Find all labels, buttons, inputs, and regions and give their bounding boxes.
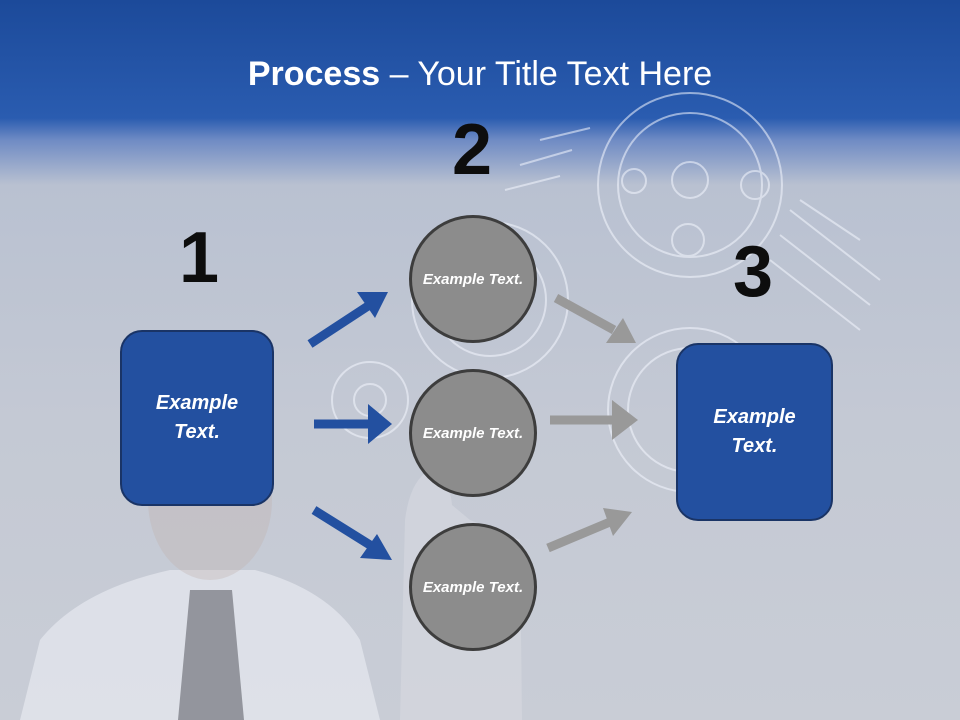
step-1-box: Example Text. [120, 330, 274, 506]
step-1-label: Example Text. [155, 392, 239, 443]
step-2-circle-bottom: Example Text. [409, 523, 537, 651]
title-rest-text: – Your Title Text Here [380, 55, 713, 93]
step-2-circle-top: Example Text. [409, 215, 537, 343]
arrow-blue-up [307, 292, 388, 348]
step-3-label: Example Text. [713, 406, 796, 457]
arrow-blue-right [314, 404, 392, 444]
step-number-3: 3 [732, 232, 774, 312]
step-2-circle-bottom-label: Example Text. [422, 578, 524, 596]
arrow-gray-up [546, 508, 632, 553]
arrow-gray-right [550, 400, 638, 440]
slide-title: Process – Your Title Text Here [0, 52, 960, 96]
step-2-circle-top-label: Example Text. [422, 270, 524, 288]
step-2-circle-middle: Example Text. [409, 369, 537, 497]
step-number-2: 2 [451, 110, 493, 190]
step-2-circle-middle-label: Example Text. [422, 424, 524, 442]
step-number-1: 1 [178, 218, 220, 298]
title-bold-word: Process [247, 55, 381, 93]
arrow-blue-down [311, 506, 392, 560]
step-3-box: Example Text. [676, 343, 833, 521]
arrow-gray-down [553, 294, 636, 343]
